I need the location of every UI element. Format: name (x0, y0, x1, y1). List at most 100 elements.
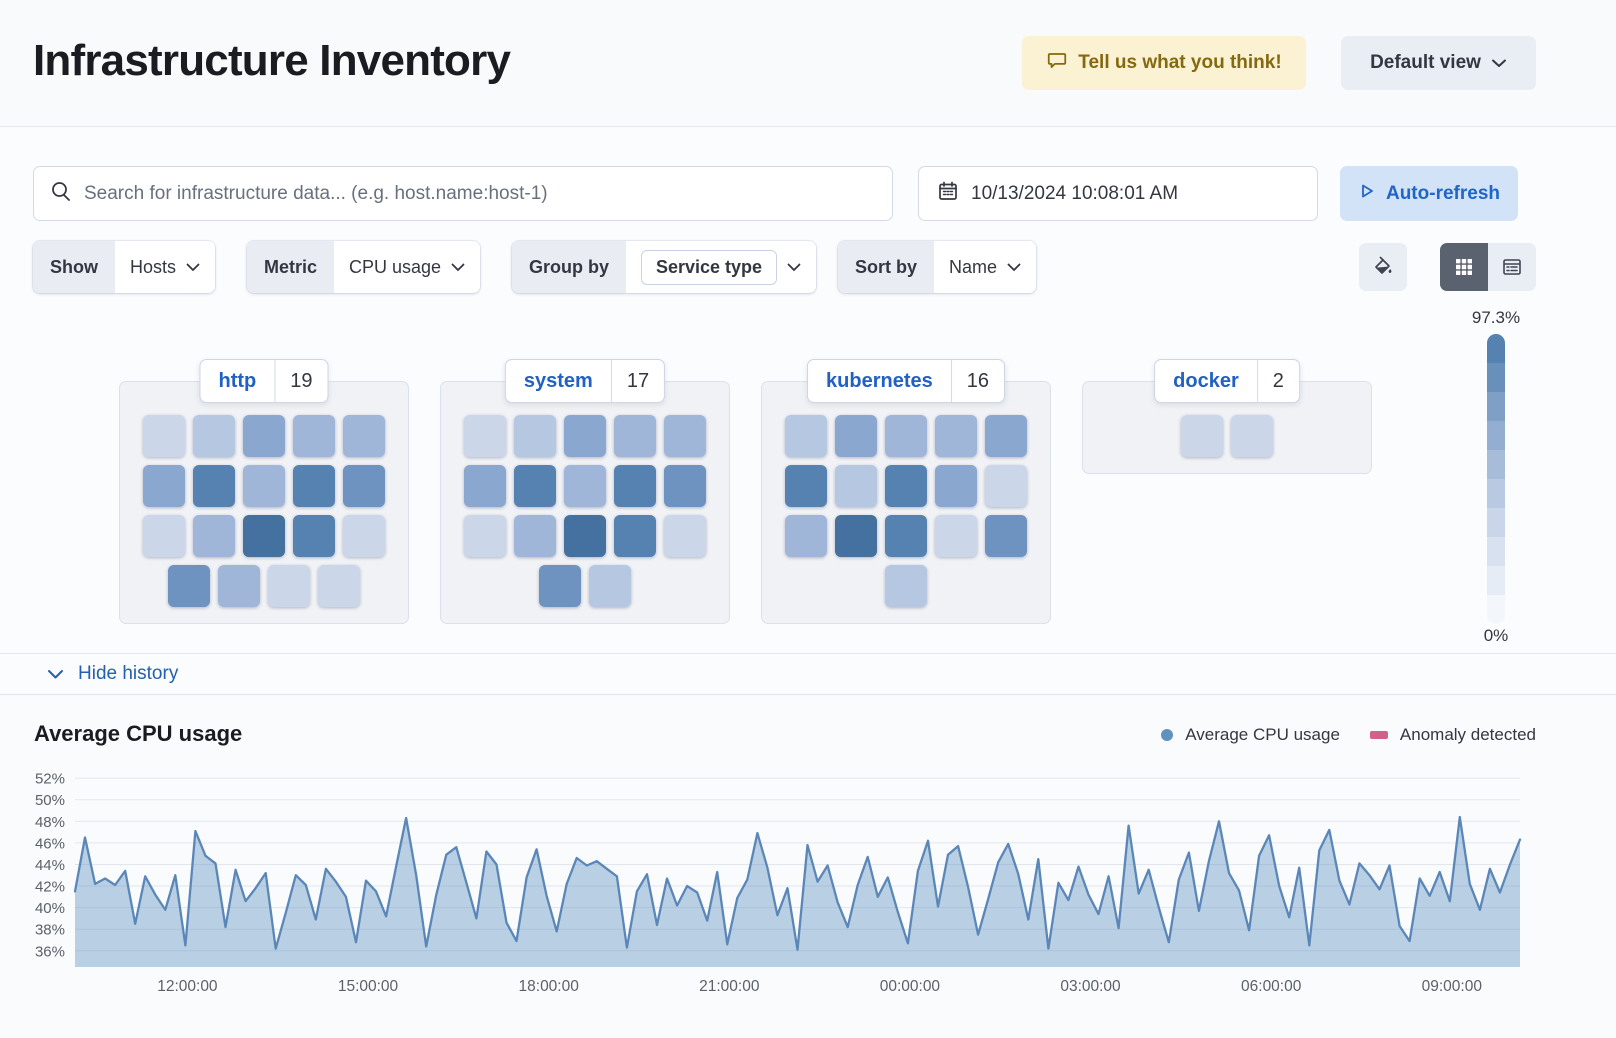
fill-color-button[interactable] (1359, 243, 1407, 291)
auto-refresh-button[interactable]: Auto-refresh (1340, 166, 1518, 221)
host-square[interactable] (935, 515, 977, 557)
host-square[interactable] (193, 515, 235, 557)
hide-history-toggle[interactable]: Hide history (0, 653, 1616, 695)
host-square[interactable] (218, 565, 260, 607)
svg-text:36%: 36% (35, 943, 65, 960)
chevron-down-icon (1007, 263, 1021, 271)
host-square[interactable] (243, 415, 285, 457)
host-square[interactable] (1231, 415, 1273, 457)
host-square[interactable] (168, 565, 210, 607)
chevron-down-icon (1491, 52, 1507, 74)
square-row (885, 565, 927, 607)
sort-by-value: Name (949, 256, 998, 277)
sort-by-label: Sort by (838, 241, 935, 293)
host-square[interactable] (664, 515, 706, 557)
legend-item-label: Anomaly detected (1399, 725, 1536, 744)
host-square[interactable] (243, 465, 285, 507)
metric-value: CPU usage (349, 256, 442, 277)
host-square[interactable] (614, 415, 656, 457)
svg-text:38%: 38% (35, 922, 65, 939)
svg-text:15:00:00: 15:00:00 (338, 978, 399, 995)
page-header: Infrastructure Inventory Tell us what yo… (0, 0, 1616, 127)
grid-view-button[interactable] (1440, 243, 1488, 291)
host-square[interactable] (464, 415, 506, 457)
host-square[interactable] (514, 515, 556, 557)
search-input[interactable] (84, 182, 876, 205)
group-panel (761, 381, 1051, 624)
square-row (464, 515, 706, 557)
host-square[interactable] (514, 415, 556, 457)
cpu-color-legend: 97.3% 0% (1458, 308, 1534, 646)
host-square[interactable] (293, 415, 335, 457)
host-square[interactable] (343, 465, 385, 507)
show-dropdown[interactable]: Hosts (115, 241, 216, 293)
host-square[interactable] (785, 515, 827, 557)
host-square[interactable] (514, 465, 556, 507)
table-view-icon (1503, 259, 1521, 275)
host-square[interactable] (539, 565, 581, 607)
legend-dash-marker (1369, 731, 1388, 739)
host-square[interactable] (293, 515, 335, 557)
host-square[interactable] (785, 415, 827, 457)
host-square[interactable] (985, 515, 1027, 557)
host-square[interactable] (835, 465, 877, 507)
group-name-link[interactable]: docker (1173, 369, 1239, 392)
host-square[interactable] (193, 415, 235, 457)
host-square[interactable] (293, 465, 335, 507)
default-view-dropdown[interactable]: Default view (1341, 36, 1536, 90)
host-square[interactable] (935, 465, 977, 507)
host-square[interactable] (835, 415, 877, 457)
search-bar[interactable] (33, 166, 893, 221)
host-square[interactable] (885, 515, 927, 557)
host-square[interactable] (464, 465, 506, 507)
host-square[interactable] (564, 465, 606, 507)
host-square[interactable] (985, 415, 1027, 457)
host-square[interactable] (614, 465, 656, 507)
square-row (168, 565, 360, 607)
legend-item[interactable]: Average CPU usage (1161, 725, 1340, 745)
host-square[interactable] (589, 565, 631, 607)
group-name-link[interactable]: http (218, 369, 257, 392)
host-square[interactable] (318, 565, 360, 607)
host-square[interactable] (243, 515, 285, 557)
feedback-button[interactable]: Tell us what you think! (1022, 36, 1306, 90)
host-square[interactable] (143, 415, 185, 457)
host-square[interactable] (464, 515, 506, 557)
host-square[interactable] (193, 465, 235, 507)
host-square[interactable] (664, 465, 706, 507)
group-by-dropdown[interactable]: Service type (626, 241, 817, 293)
host-square[interactable] (143, 465, 185, 507)
host-square[interactable] (143, 515, 185, 557)
host-square[interactable] (564, 515, 606, 557)
chevron-down-icon (787, 263, 801, 271)
legend-item[interactable]: Anomaly detected (1369, 725, 1536, 745)
host-square[interactable] (343, 415, 385, 457)
grid-view-icon (1456, 259, 1472, 275)
group-name-link[interactable]: kubernetes (826, 369, 933, 392)
host-square[interactable] (343, 515, 385, 557)
host-square[interactable] (614, 515, 656, 557)
host-square[interactable] (268, 565, 310, 607)
date-picker[interactable]: 10/13/2024 10:08:01 AM (918, 166, 1318, 221)
metric-dropdown[interactable]: CPU usage (334, 241, 481, 293)
host-square[interactable] (935, 415, 977, 457)
host-square[interactable] (785, 465, 827, 507)
feedback-button-label: Tell us what you think! (1078, 52, 1282, 73)
host-square[interactable] (885, 565, 927, 607)
host-square[interactable] (564, 415, 606, 457)
host-square[interactable] (885, 415, 927, 457)
table-view-button[interactable] (1488, 243, 1536, 291)
group-by-pill[interactable]: Service type (641, 249, 778, 285)
host-square[interactable] (885, 465, 927, 507)
show-label: Show (33, 241, 115, 293)
host-square[interactable] (1181, 415, 1223, 457)
group-name-link[interactable]: system (523, 369, 593, 392)
host-square[interactable] (835, 515, 877, 557)
host-square[interactable] (985, 465, 1027, 507)
host-square[interactable] (664, 415, 706, 457)
sort-by-dropdown[interactable]: Name (934, 241, 1037, 293)
